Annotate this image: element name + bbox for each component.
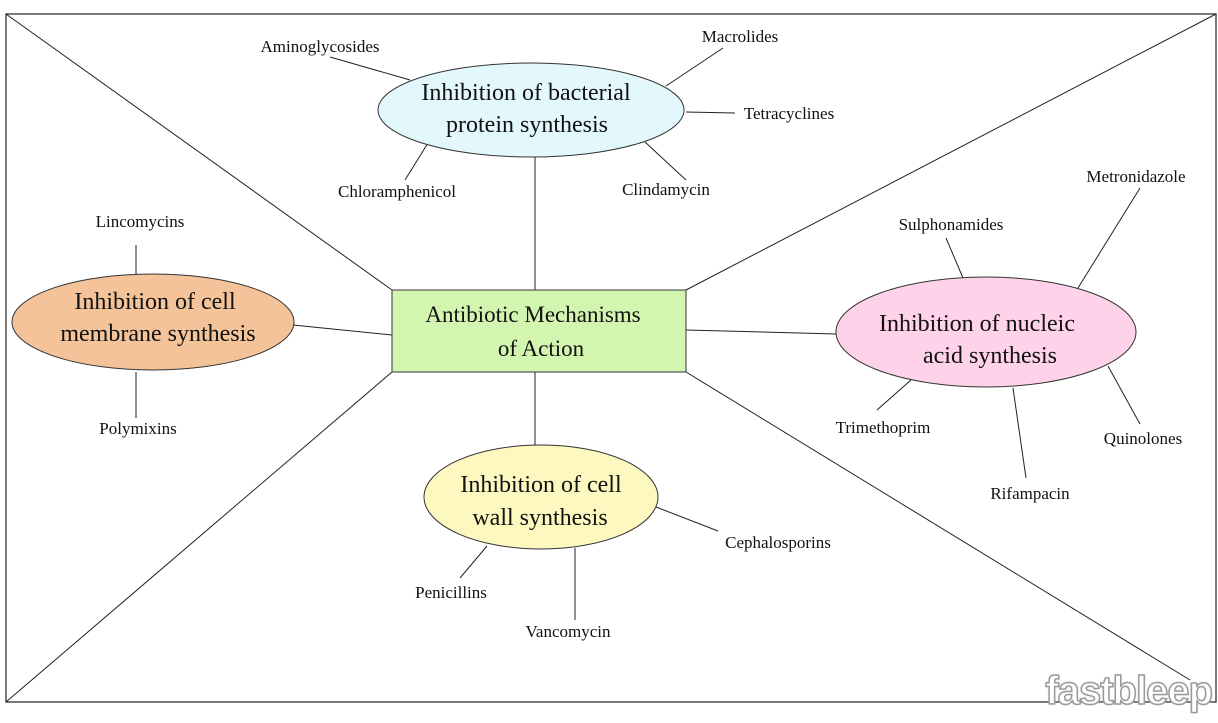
- center-box: [391, 289, 687, 373]
- drug-lincomycins: Lincomycins: [96, 212, 185, 231]
- drug-labels: Aminoglycosides Macrolides Tetracyclines…: [96, 27, 1186, 641]
- drug-chloramphenicol: Chloramphenicol: [338, 182, 456, 201]
- diagonal-bottom-left: [5, 371, 393, 703]
- drug-lines: [135, 47, 1141, 620]
- membrane-label-line1: Inhibition of cell: [74, 289, 236, 315]
- drug-cephalosporins: Cephalosporins: [725, 533, 831, 552]
- drug-vancomycin: Vancomycin: [526, 622, 611, 641]
- drug-quinolones: Quinolones: [1104, 429, 1182, 448]
- drug-polymixins: Polymixins: [99, 419, 176, 438]
- nucleic-acid-node: [835, 276, 1137, 388]
- drug-penicillins: Penicillins: [415, 583, 487, 602]
- drug-macrolides: Macrolides: [702, 27, 778, 46]
- protein-label-line2: protein synthesis: [446, 112, 608, 138]
- connector-nucleic: [685, 329, 837, 335]
- protein-label-line1: Inhibition of bacterial: [421, 80, 631, 106]
- drug-tetracyclines: Tetracyclines: [744, 104, 834, 123]
- wall-label-line1: Inhibition of cell: [460, 472, 622, 498]
- center-title-line1: Antibiotic Mechanisms: [425, 302, 640, 327]
- frame: [5, 13, 1217, 703]
- diagonal-top-right: [685, 13, 1217, 291]
- wall-label-line2: wall synthesis: [472, 505, 607, 531]
- drug-rifampacin: Rifampacin: [990, 484, 1070, 503]
- membrane-synthesis-node: [11, 273, 295, 371]
- drug-clindamycin: Clindamycin: [622, 180, 710, 199]
- membrane-label-line2: membrane synthesis: [60, 321, 255, 347]
- watermark-logo: fastbleep: [1045, 668, 1214, 714]
- drug-aminoglycosides: Aminoglycosides: [261, 37, 380, 56]
- drug-metronidazole: Metronidazole: [1086, 167, 1185, 186]
- diagonal-bottom-right: [685, 371, 1191, 681]
- center-title-line2: of Action: [498, 336, 585, 361]
- connector-membrane: [292, 324, 393, 336]
- protein-synthesis-node: [377, 62, 685, 158]
- nucleic-label-line1: Inhibition of nucleic: [879, 311, 1075, 337]
- nucleic-label-line2: acid synthesis: [923, 343, 1057, 369]
- drug-sulphonamides: Sulphonamides: [899, 215, 1004, 234]
- diagonal-top-left: [5, 13, 393, 291]
- drug-trimethoprim: Trimethoprim: [836, 418, 931, 437]
- cell-wall-node: [423, 444, 659, 550]
